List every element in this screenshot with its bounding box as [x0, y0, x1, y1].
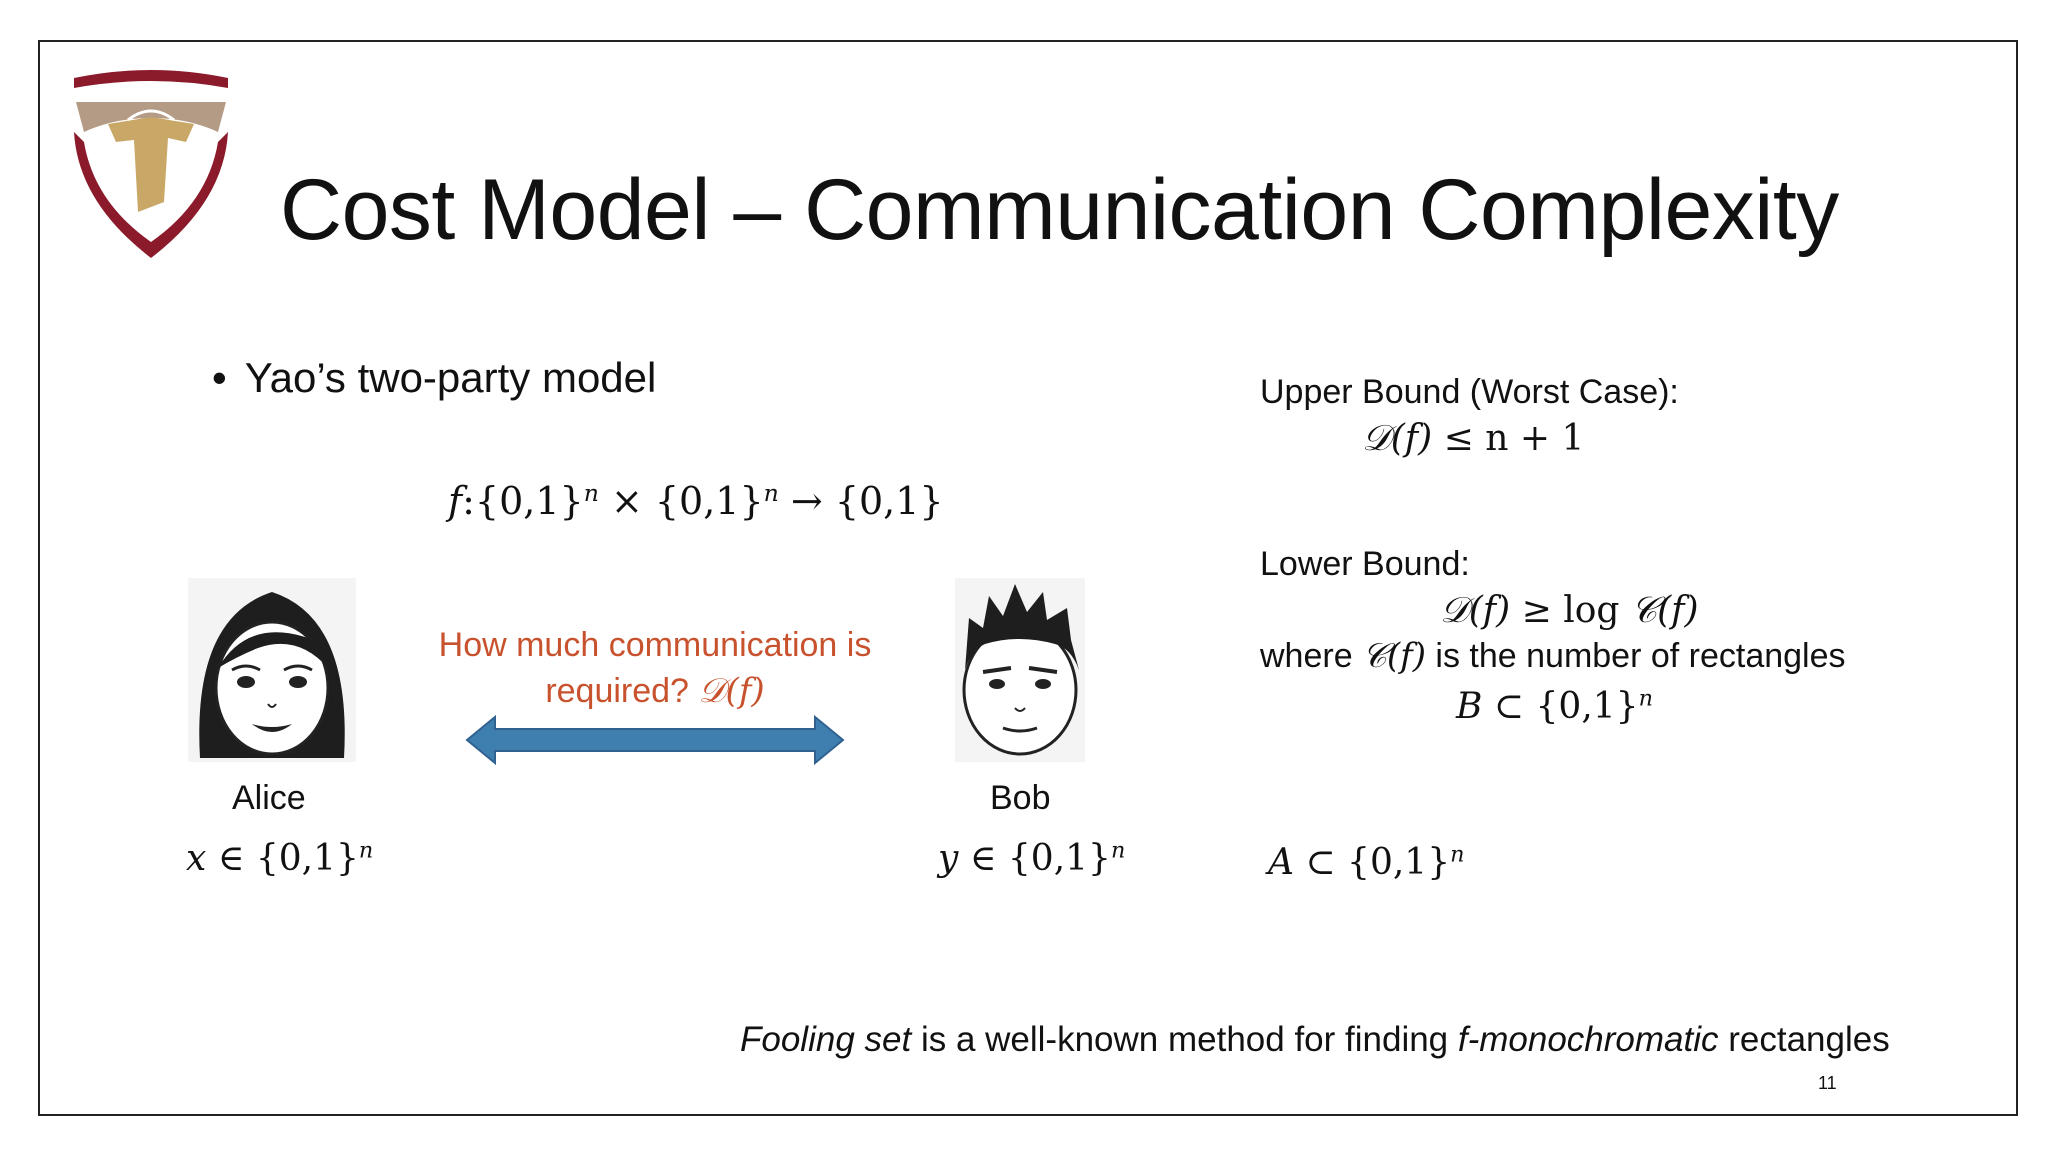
double-arrow [465, 715, 845, 765]
question-line-1: How much communication is [438, 626, 872, 664]
alice-variable: x ∈ {0,1}n [186, 837, 374, 879]
lower-bound-formula: 𝒟(f) ≥ log 𝒞(f) [1440, 590, 1699, 631]
bob-avatar [955, 578, 1085, 762]
bob-variable: y ∈ {0,1}n [938, 837, 1126, 879]
b-subset: B ⊂ {0,1}n [1456, 685, 1653, 727]
bullet-yao-model: • Yao’s two-party model [212, 352, 656, 404]
function-definition: f:{0,1}n × {0,1}n → {0,1} [448, 479, 944, 523]
slide-frame [38, 40, 2018, 1116]
upper-bound-label: Upper Bound (Worst Case): [1260, 373, 1679, 411]
communication-question: How much communication is required? 𝒟(f) [400, 622, 910, 714]
alice-label: Alice [232, 779, 306, 817]
upper-bound-formula: 𝒟(f) ≤ n + 1 [1362, 418, 1585, 459]
a-subset: A ⊂ {0,1}n [1268, 841, 1465, 883]
lower-bound-where: where 𝒞(f) is the number of rectangles [1260, 636, 1846, 676]
university-shield-logo [74, 70, 228, 258]
alice-avatar [188, 578, 356, 762]
bob-label: Bob [990, 779, 1051, 817]
slide-title: Cost Model – Communication Complexity [280, 162, 1839, 258]
lower-bound-label: Lower Bound: [1260, 545, 1470, 583]
bullet-dot: • [212, 354, 227, 401]
page-number: 11 [1818, 1073, 1837, 1093]
fooling-set-note: Fooling set is a well-known method for f… [740, 1020, 1890, 1059]
question-line-2: required? 𝒟(f) [545, 671, 765, 711]
bullet-text: Yao’s two-party model [244, 354, 657, 401]
